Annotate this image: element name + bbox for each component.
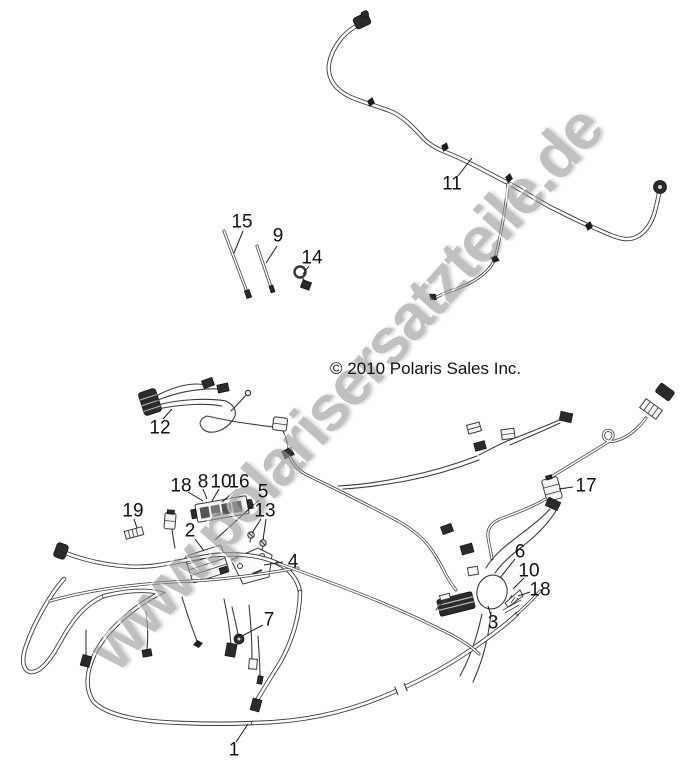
main-harness-1 [21,542,542,726]
callout-3: 3 [487,612,499,634]
cable-tie-9 [255,244,276,294]
callout-18-left: 18 [170,475,192,497]
copyright-text: © 2010 Polaris Sales Inc. [330,359,522,378]
callout-4: 4 [287,551,299,573]
callout-10-left: 10 [210,471,232,493]
leader-lines [133,157,574,743]
connector-7 [233,633,245,645]
connector-3c [466,565,480,577]
connector-harness11-left [352,10,372,30]
bracket-18-right [502,589,524,614]
callout-1: 1 [228,739,240,761]
connector-harness12-right [271,416,289,432]
callout-12: 12 [149,417,171,439]
connector-bottom [249,697,263,713]
harness-17 [337,382,675,561]
harness-cluster-3 [435,496,562,683]
connector-mid-a [224,642,238,658]
callout-10-right: 10 [518,560,540,582]
harness11-clips [367,97,593,301]
terminal-tip [256,675,264,685]
callout-19: 19 [122,500,144,522]
relay-17 [541,474,563,502]
harness-12 [138,376,295,460]
callout-7: 7 [263,609,275,631]
connector-left-b [79,654,93,668]
connector-harness12-main [138,388,162,416]
screws-13 [247,531,267,551]
callout-16: 16 [228,471,250,493]
connector-drop [281,446,295,460]
connector-3b [459,542,475,556]
key-connector [163,509,177,530]
connector-small-a [201,376,215,390]
connector-trunk-left [53,542,69,560]
callout-15: 15 [231,211,253,233]
tube-band [394,682,408,696]
callout-13: 13 [254,500,276,522]
wire-loop [476,574,508,610]
harness-11 [326,10,667,301]
connector-17b [500,427,516,441]
connector-harness17-end [655,382,675,402]
callout-17: 17 [575,475,597,497]
connector-17a [558,410,574,424]
connector-small-b [216,382,230,394]
callout-18-right: 18 [529,579,551,601]
connector-mid-b [248,658,258,670]
callout-5: 5 [257,481,269,503]
diagonal-lead [288,455,458,592]
connector-3-top [544,496,562,512]
ring-terminal [244,389,252,397]
connector-left-a [141,648,153,658]
fuse-block-8-10-16 [190,495,254,523]
connector-block-3 [436,591,476,617]
connector-17c [465,421,483,435]
callout-6: 6 [514,541,526,563]
cable-tie-15 [222,229,253,300]
harness-clip [193,640,203,648]
connector-harness11-right [653,180,667,194]
callout-9: 9 [272,225,284,247]
callout-11: 11 [442,173,462,195]
callout-14: 14 [301,247,323,269]
sleeve-harness17 [638,397,664,421]
clamp-14 [293,265,313,291]
connector-3a [440,522,454,536]
connector-17d [473,440,487,452]
callout-2: 2 [184,520,196,542]
bracket-19 [123,526,145,540]
callout-8: 8 [197,471,209,493]
